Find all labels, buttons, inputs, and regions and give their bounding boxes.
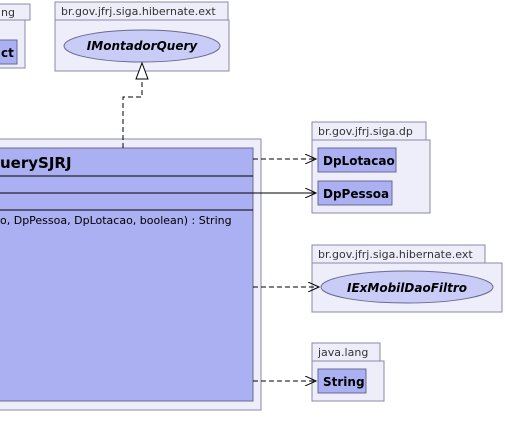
- interface-label: IExMobilDaoFiltro: [347, 281, 467, 295]
- class-label: String: [323, 375, 365, 389]
- class-label: DpPessoa: [323, 187, 389, 201]
- class-string[interactable]: [317, 368, 367, 394]
- package-label: br.gov.jfrj.siga.hibernate.ext: [61, 5, 216, 18]
- package-siga-dp: br.gov.jfrj.siga.dp DpLotacao DpPessoa: [311, 121, 431, 214]
- package-label: br.gov.jfrj.siga.dp: [318, 125, 413, 138]
- class-box[interactable]: [0, 39, 18, 65]
- package-label: br.gov.jfrj.siga.hibernate.ext: [318, 248, 473, 261]
- class-title: uerySJRJ: [0, 154, 72, 172]
- class-query-sjrj[interactable]: [0, 147, 254, 402]
- realization-triangle: [135, 61, 149, 80]
- package-main: uerySJRJ o, DpPessoa, DpLotacao, boolean…: [0, 138, 262, 411]
- interface-label: IMontadorQuery: [87, 39, 199, 53]
- class-label: DpLotacao: [323, 154, 395, 168]
- package-label: ng: [1, 6, 15, 19]
- realization-line: [122, 79, 143, 148]
- package-label: java.lang: [317, 346, 368, 359]
- package-hibernate-ext-filtro: br.gov.jfrj.siga.hibernate.ext IExMobilD…: [311, 244, 503, 313]
- class-dppessoa[interactable]: [317, 180, 393, 206]
- class-label: ct: [1, 46, 14, 60]
- package-java-lang: java.lang String: [311, 342, 385, 402]
- class-dplotacao[interactable]: [317, 147, 397, 173]
- method-signature: o, DpPessoa, DpLotacao, boolean) : Strin…: [0, 214, 232, 227]
- interface-iexmobildaofiltro[interactable]: [320, 270, 494, 304]
- realization-imontadorquery: [122, 61, 149, 148]
- package-left-partial: ng ct: [0, 3, 31, 69]
- package-hibernate-ext-montador: br.gov.jfrj.siga.hibernate.ext IMontador…: [54, 1, 230, 72]
